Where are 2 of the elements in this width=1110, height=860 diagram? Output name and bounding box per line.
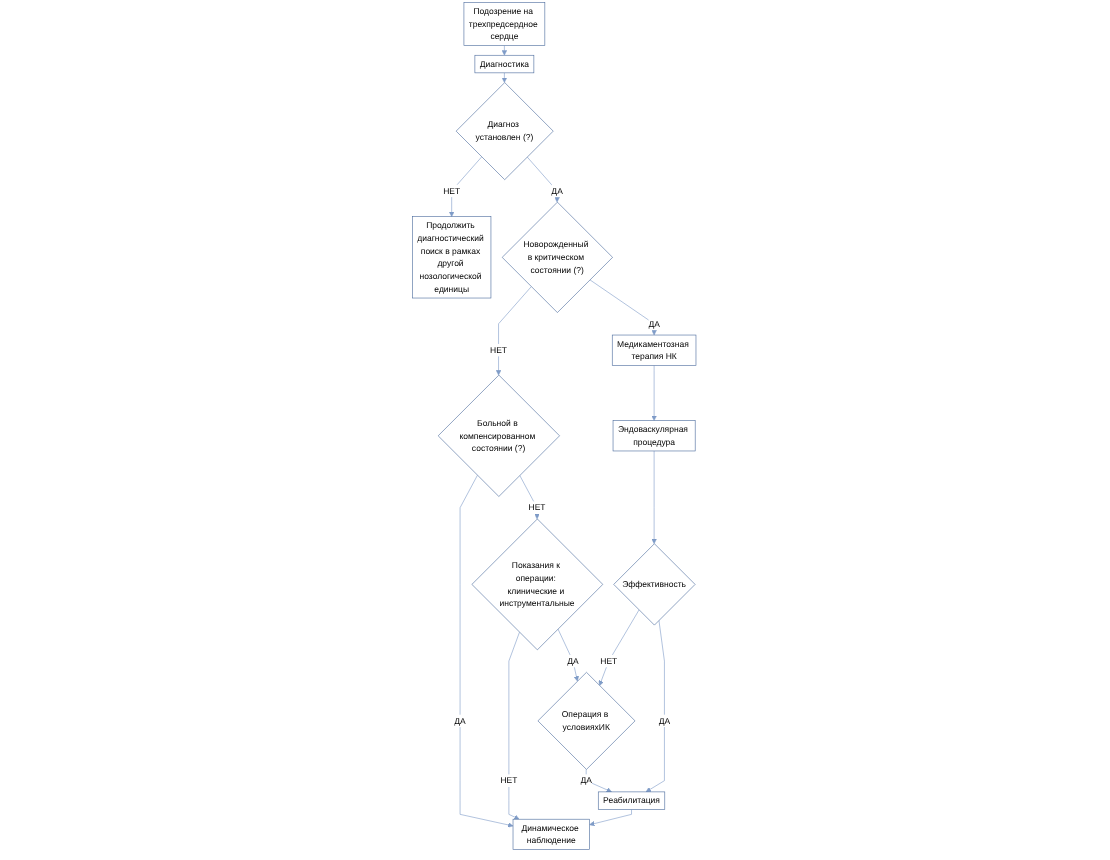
arrow	[502, 45, 508, 56]
arrow	[502, 72, 508, 83]
